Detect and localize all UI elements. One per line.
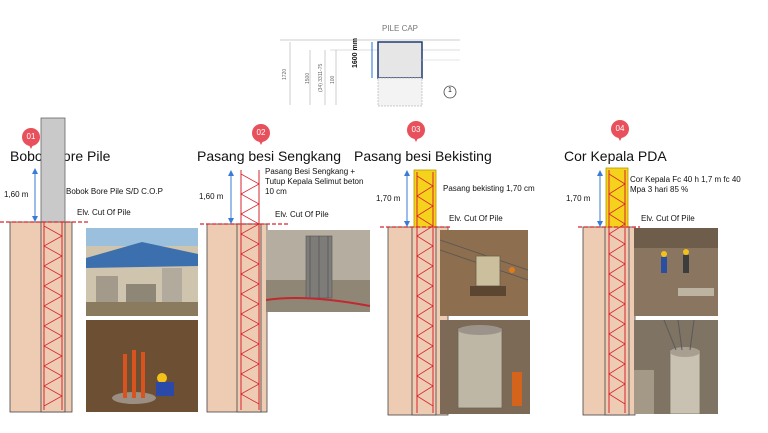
step-2-description: Pasang Besi Sengkang + Tutup Kepala Seli…	[265, 167, 364, 196]
pile-cap-drawing: PILE CAP 1600 mm 1720 1500 (34) 3311-75 …	[270, 20, 470, 110]
step-3-description: Pasang bekisting 1,70 cm	[443, 184, 535, 193]
step-2-title: Pasang besi Sengkang	[197, 148, 341, 164]
step-4-title: Cor Kepala PDA	[564, 148, 667, 164]
step-4-cut-label: Elv. Cut Of Pile	[641, 214, 695, 223]
step-4-height: 1,70 m	[566, 194, 591, 203]
step-1-badge: 01	[22, 128, 40, 149]
step-1-cut-label: Elv. Cut Of Pile	[77, 208, 131, 217]
step-2-cut-label: Elv. Cut Of Pile	[275, 210, 329, 219]
step-1-photo-site	[86, 228, 198, 316]
pile-cap-sketch	[280, 39, 460, 107]
step-3-photo-site	[440, 230, 528, 316]
pile-cap-callout: 1	[448, 87, 452, 94]
step-3-cut-label: Elv. Cut Of Pile	[449, 214, 503, 223]
step-4-badge: 04	[611, 120, 629, 141]
step-1-height: 1,60 m	[4, 190, 29, 199]
step-1-photo-render	[86, 320, 198, 412]
pile-cap-label: PILE CAP	[382, 24, 419, 33]
step-4-description: Cor Kepala Fc 40 h 1,7 m fc 40 Mpa 3 har…	[630, 175, 741, 194]
step-2-photo	[266, 230, 370, 312]
step-1-description: Bobok Bore Pile S/D C.O.P	[66, 187, 163, 196]
step-2-badge: 02	[252, 124, 270, 145]
step-4-photo-workers	[634, 228, 718, 316]
step-3-height: 1,70 m	[376, 194, 401, 203]
step-4-photo-pilehead	[634, 320, 718, 414]
step-3-photo-formwork	[440, 320, 530, 414]
step-2-height: 1,60 m	[199, 192, 224, 201]
step-3-title: Pasang besi Bekisting	[354, 148, 492, 164]
step-3-badge: 03	[407, 121, 425, 142]
